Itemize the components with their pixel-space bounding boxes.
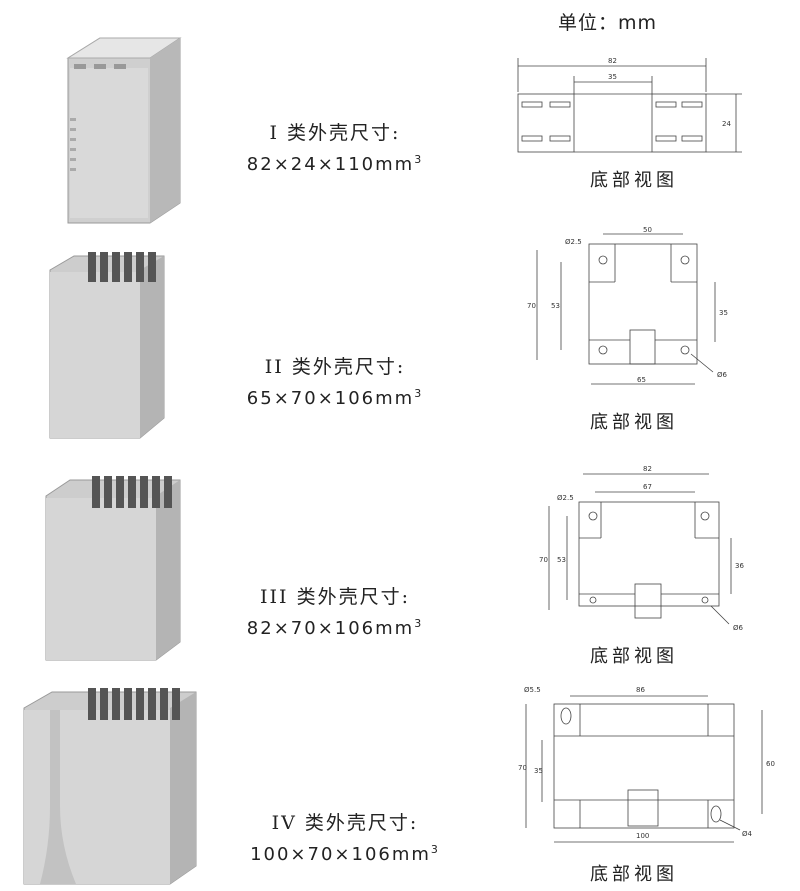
housing-1-dims: 82×24×110mm3 <box>246 153 424 175</box>
housing-4-dims: 100×70×106mm3 <box>250 843 440 865</box>
dim-top: 86 <box>636 686 645 694</box>
housing-2-caption: 底部视图 <box>590 412 678 433</box>
dim-inner-width: 35 <box>608 73 617 81</box>
housing-1-title: I 类外壳尺寸: <box>269 122 401 144</box>
dim-hole-dia: Ø2.5 <box>565 238 582 246</box>
dim-left-inner: 53 <box>557 556 566 564</box>
housing-1-bottom-view: 82 35 24 <box>510 52 760 166</box>
housing-2-dims: 65×70×106mm3 <box>246 387 424 409</box>
dim-hole-dia: Ø2.5 <box>557 494 574 502</box>
housing-1-caption: 底部视图 <box>590 170 678 191</box>
dim-top-inner: 67 <box>643 483 652 491</box>
housing-3-photo <box>40 470 190 669</box>
unit-label: 单位：mm <box>558 12 658 34</box>
housing-3-caption: 底部视图 <box>590 646 678 667</box>
dim-left-outer: 70 <box>539 556 548 564</box>
housing-3-dims: 82×70×106mm3 <box>246 617 424 639</box>
housing-3-bottom-view: 82 67 Ø2.5 70 53 36 Ø6 <box>535 460 765 639</box>
dim-top: 50 <box>643 226 652 234</box>
dim-left-inner: 35 <box>534 767 543 775</box>
housing-2-title: II 类外壳尺寸: <box>264 356 406 378</box>
housing-4-label: IV 类外壳尺寸: 100×70×106mm3 <box>215 808 475 865</box>
dim-left-outer: 70 <box>518 764 527 772</box>
dim-left-inner: 53 <box>551 302 560 310</box>
dim-hole-dia: Ø5.5 <box>524 686 541 694</box>
dim-right: 60 <box>766 760 775 768</box>
housing-2-bottom-view: 50 Ø2.5 70 53 35 65 Ø6 <box>525 222 755 401</box>
dim-left-outer: 70 <box>527 302 536 310</box>
housing-1-photo <box>60 28 190 232</box>
housing-2-label: II 类外壳尺寸: 65×70×106mm3 <box>205 352 465 409</box>
housing-4-bottom-view: Ø5.5 86 70 35 60 100 Ø4 <box>518 680 778 854</box>
dim-right: 35 <box>719 309 728 317</box>
housing-2-photo <box>44 248 174 447</box>
housing-3-label: III 类外壳尺寸: 82×70×106mm3 <box>205 582 465 639</box>
housing-4-caption: 底部视图 <box>590 864 678 885</box>
dim-bottom: 65 <box>637 376 646 384</box>
dim-top-outer: 82 <box>643 465 652 473</box>
housing-1-label: I 类外壳尺寸: 82×24×110mm3 <box>205 118 465 175</box>
dim-right: 36 <box>735 562 744 570</box>
dim-hole-dia-2: Ø6 <box>733 624 744 632</box>
housing-4-title: IV 类外壳尺寸: <box>271 812 419 834</box>
dim-hole-dia-2: Ø4 <box>742 830 753 838</box>
dim-height: 24 <box>722 120 731 128</box>
housing-4-photo <box>20 686 200 890</box>
dim-outer-width: 82 <box>608 57 617 65</box>
housing-3-title: III 类外壳尺寸: <box>260 586 410 608</box>
dim-hole-dia-2: Ø6 <box>717 371 728 379</box>
dim-bottom: 100 <box>636 832 649 840</box>
